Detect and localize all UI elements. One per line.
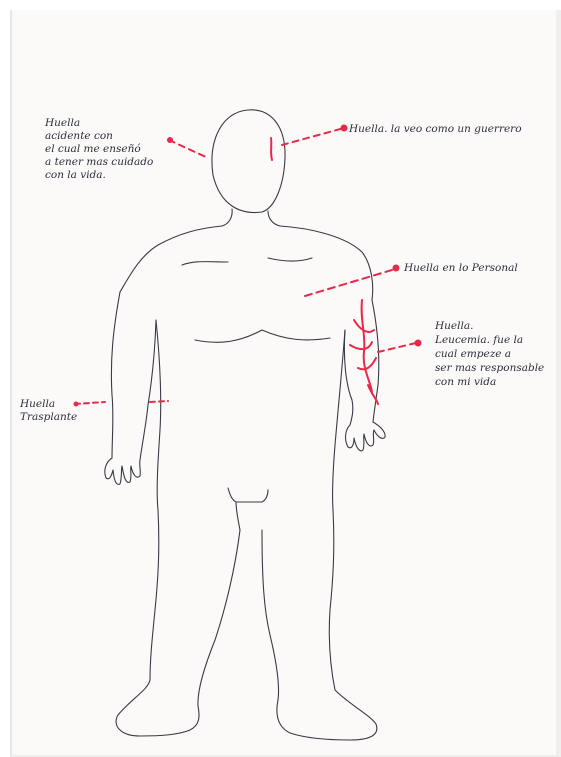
shoulder-annotation: Huella en lo Personal [404, 262, 518, 274]
wrist-right-arrow [150, 401, 168, 402]
head-left-arrow [169, 140, 208, 158]
collar-line-left [182, 262, 228, 265]
left-shoulder-outline [120, 226, 222, 292]
left-arm-outline [111, 292, 156, 460]
shoulder-dot [393, 265, 400, 272]
arm-vein-mark [350, 300, 378, 404]
arm-arrow [378, 343, 416, 352]
head-outline [212, 110, 285, 213]
arm-annotation: Huella. Leucemia. fue la cual empeze a s… [435, 319, 544, 389]
head-right-annotation: Huella. la veo como un guerrero [349, 123, 522, 135]
chest-line [195, 330, 330, 342]
head-right-arrow [282, 128, 344, 145]
right-leg-outline [262, 510, 377, 740]
neck-outline [222, 209, 280, 226]
arm-dot [415, 340, 422, 347]
right-hand-outline [346, 422, 386, 451]
left-hand-outline [105, 458, 140, 484]
left-leg-outline [116, 510, 240, 736]
collar-line-right [268, 258, 312, 261]
wrist-left-arrow [75, 402, 105, 404]
crotch-outline [228, 488, 268, 530]
shoulder-arrow [305, 270, 392, 296]
right-shoulder-outline [280, 226, 373, 300]
torso-right-side [333, 330, 345, 510]
wrist-annotation: Huella Trasplante [20, 398, 77, 424]
forehead-scar-mark [271, 138, 272, 160]
head-left-dot [167, 137, 173, 143]
torso-left-side [156, 320, 161, 510]
head-right-dot [341, 125, 348, 132]
head-left-annotation: Huella acidente con el cual me enseñó a … [45, 117, 153, 182]
